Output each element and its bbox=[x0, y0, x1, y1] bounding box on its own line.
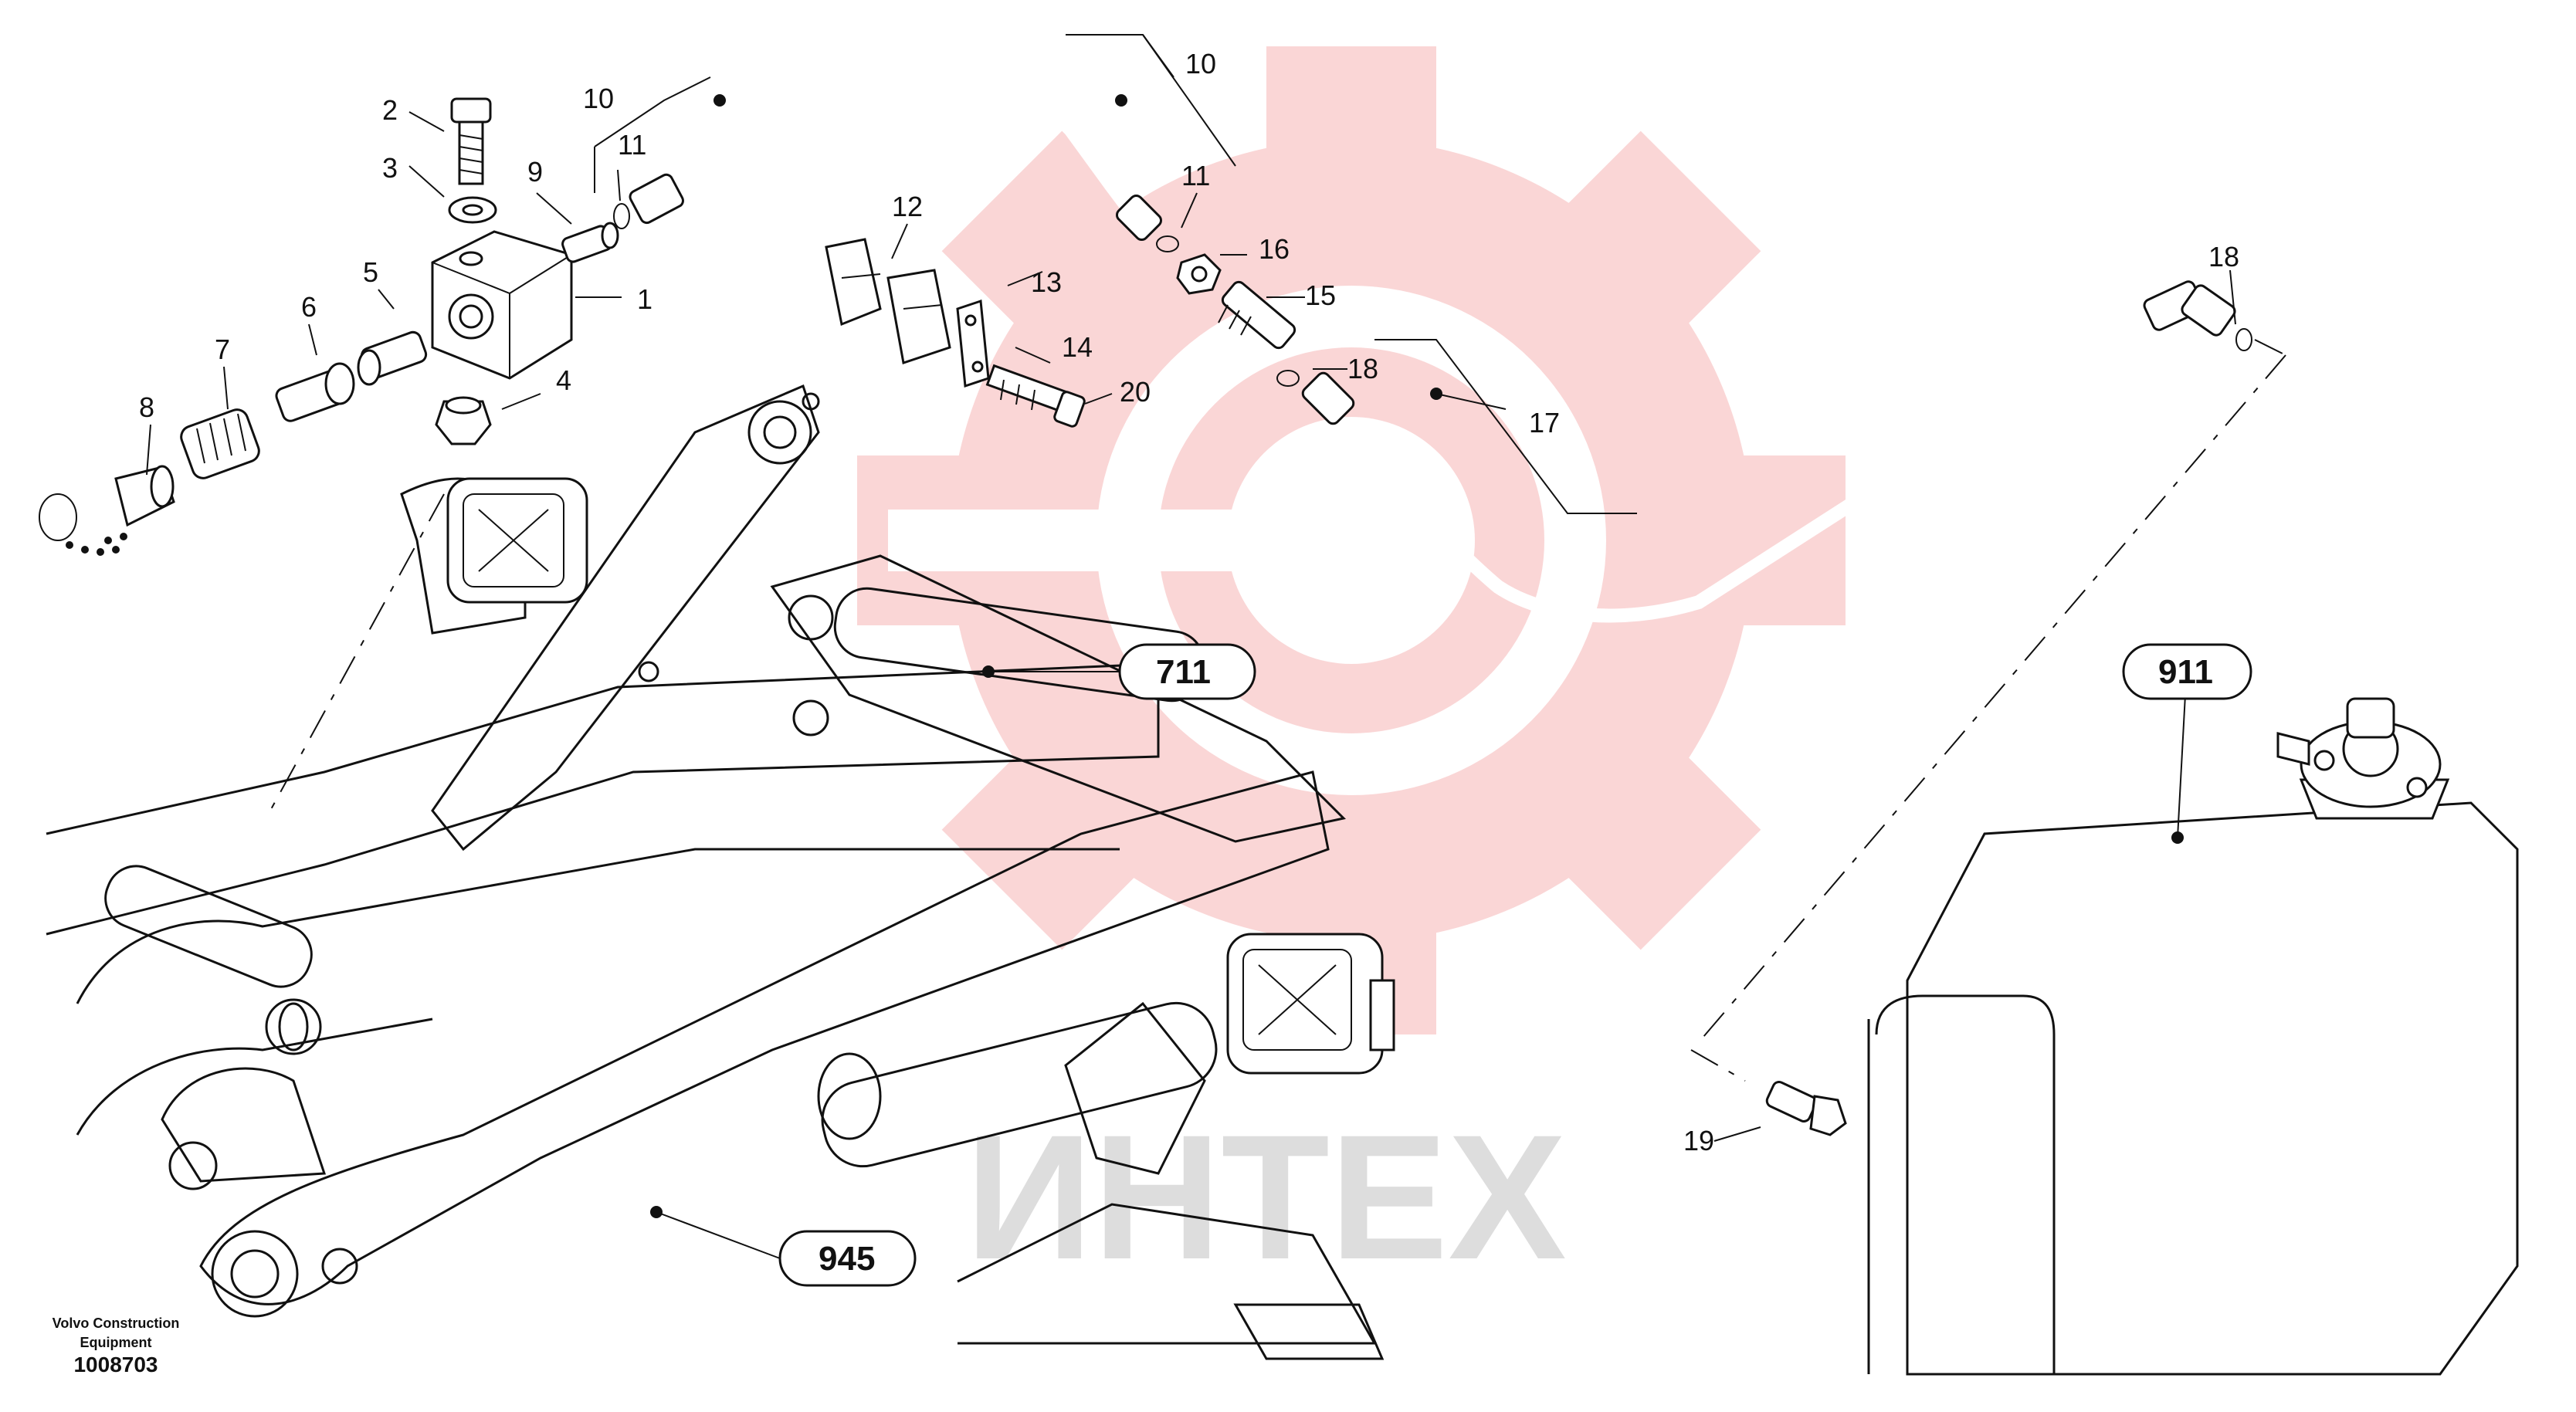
watermark-text: ИНТЕХ bbox=[965, 1098, 1567, 1296]
callout-18-left: 18 bbox=[1347, 353, 1378, 384]
work-light-left bbox=[446, 477, 588, 604]
footer-company-line1: Volvo Construction bbox=[52, 1315, 180, 1331]
nut-part-4 bbox=[435, 396, 492, 445]
callout-8: 8 bbox=[139, 391, 154, 423]
fitting-part-19 bbox=[1765, 1081, 1847, 1136]
callout-5: 5 bbox=[363, 256, 378, 288]
callout-labels: 1 2 3 4 5 6 7 8 9 10 10 11 11 12 13 14 1… bbox=[139, 48, 2239, 1156]
hose-part-17 bbox=[1301, 280, 2236, 623]
callout-dots bbox=[650, 94, 2184, 1218]
coupling-part-7 bbox=[180, 408, 260, 479]
callout-14: 14 bbox=[1062, 331, 1093, 363]
callout-10-left: 10 bbox=[583, 83, 614, 114]
washer-part-3 bbox=[448, 196, 497, 224]
callout-1: 1 bbox=[637, 283, 652, 315]
clamp-part-12 bbox=[825, 238, 951, 364]
adapter-part-15 bbox=[1218, 280, 1296, 350]
callout-13: 13 bbox=[1031, 266, 1062, 298]
callout-12: 12 bbox=[892, 191, 923, 222]
reference-945: 945 bbox=[778, 1230, 917, 1287]
callout-17: 17 bbox=[1529, 407, 1560, 438]
callout-6: 6 bbox=[301, 291, 317, 323]
callout-18-right: 18 bbox=[2208, 241, 2239, 273]
callout-20: 20 bbox=[1120, 376, 1151, 408]
fuel-tank bbox=[1867, 801, 2519, 1376]
nipple-part-9 bbox=[561, 222, 619, 263]
bolt-part-14 bbox=[985, 364, 1086, 428]
watermark-gear-logo bbox=[857, 46, 1846, 1034]
callout-7: 7 bbox=[215, 334, 230, 365]
adapter-part-5 bbox=[357, 330, 428, 386]
reference-945-label: 945 bbox=[819, 1240, 875, 1278]
callout-3: 3 bbox=[382, 152, 398, 184]
callout-10-right: 10 bbox=[1185, 48, 1216, 80]
callout-11-left: 11 bbox=[618, 129, 646, 161]
callout-2: 2 bbox=[382, 94, 398, 126]
o-ring-part-18-a bbox=[1276, 370, 1300, 387]
callout-19: 19 bbox=[1683, 1125, 1714, 1156]
footer-doc-number: 1008703 bbox=[73, 1353, 158, 1376]
reference-911-label: 911 bbox=[2158, 653, 2213, 691]
reference-711: 711 bbox=[1118, 643, 1256, 700]
fuel-sender-unit bbox=[2276, 697, 2450, 820]
hose-part-10 bbox=[629, 56, 1163, 242]
nut-part-16 bbox=[1176, 253, 1222, 295]
valve-block-part-1 bbox=[431, 230, 573, 380]
dust-cap-part-8 bbox=[39, 465, 175, 556]
o-ring-part-18-b bbox=[2235, 328, 2252, 351]
footer-company-line2: Equipment bbox=[80, 1335, 152, 1350]
callout-4: 4 bbox=[556, 364, 571, 396]
callout-9: 9 bbox=[527, 156, 543, 188]
fitting-part-6 bbox=[275, 362, 355, 422]
callout-11-right: 11 bbox=[1181, 160, 1210, 191]
callout-16: 16 bbox=[1259, 233, 1290, 265]
o-ring-part-11-a bbox=[613, 203, 630, 229]
loader-boom-frame bbox=[46, 384, 1385, 1360]
leader-lines bbox=[146, 34, 2236, 1259]
reference-711-label: 711 bbox=[1156, 653, 1211, 691]
reference-911: 911 bbox=[2122, 643, 2252, 700]
callout-15: 15 bbox=[1305, 279, 1336, 311]
work-light-right bbox=[1226, 933, 1395, 1075]
plate-part-13 bbox=[956, 299, 990, 388]
dashed-guide-lines bbox=[269, 339, 2286, 1082]
o-ring-part-11-b bbox=[1156, 235, 1179, 252]
bolt-part-2 bbox=[450, 97, 492, 185]
